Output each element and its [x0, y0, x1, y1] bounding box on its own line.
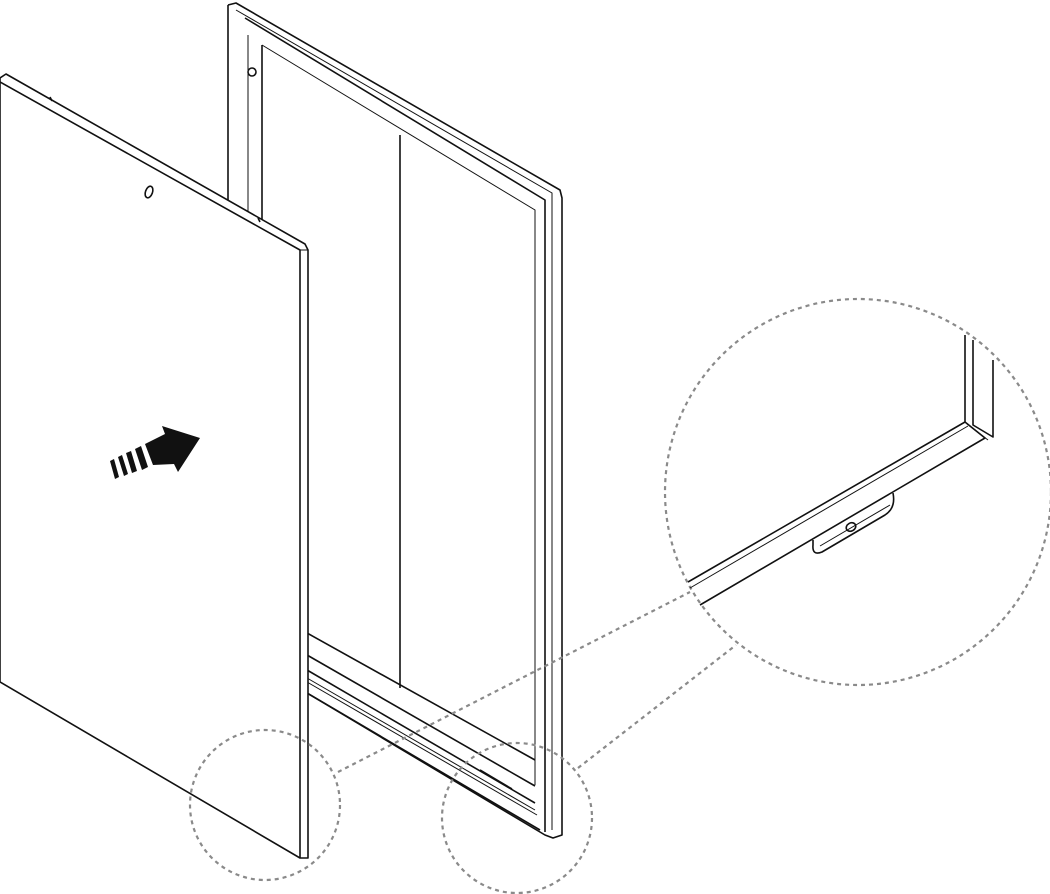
callout-circle-frame [440, 741, 594, 894]
detail-frame-corner [687, 335, 994, 606]
frame-screw-hole [247, 67, 257, 77]
insert-arrow-icon [110, 426, 200, 479]
detail-clip-screw [845, 521, 857, 533]
door-panel [0, 73, 309, 859]
frame [227, 2, 563, 839]
callouts [188, 297, 1050, 894]
panel-hole [144, 185, 154, 199]
callout-circle-detail [663, 297, 1050, 687]
detail-clip [812, 492, 895, 554]
callout-circle-panel [188, 728, 342, 882]
frame-clip-slot [479, 769, 513, 790]
